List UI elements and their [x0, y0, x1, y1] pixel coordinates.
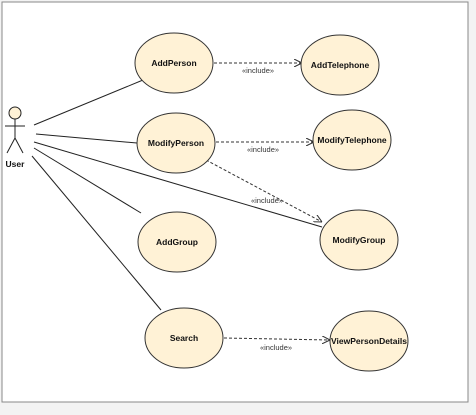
use-case-ellipse — [144, 307, 224, 369]
include-arrow-viewpersondetails — [223, 338, 330, 340]
use-case-addtelephone[interactable]: AddTelephone — [300, 34, 380, 96]
use-case-label: ModifyGroup — [333, 235, 386, 245]
use-case-label: AddPerson — [151, 58, 196, 68]
use-case-ellipse — [312, 109, 392, 171]
use-case-label: AddGroup — [156, 237, 198, 247]
include-label: «include» — [242, 66, 274, 75]
use-case-viewpersondetails[interactable]: ViewPersonDetails — [329, 310, 409, 372]
association-addgroup — [33, 147, 142, 214]
include-arrow-modifygroup — [205, 159, 322, 222]
actor-name: User — [6, 159, 26, 169]
actor-head — [8, 106, 22, 120]
association-modifygroup — [33, 141, 323, 228]
use-case-ellipse — [136, 112, 216, 174]
use-case-modifyperson[interactable]: ModifyPerson — [136, 112, 216, 174]
use-case-ellipse — [134, 32, 214, 94]
use-case-label: ModifyTelephone — [317, 135, 387, 145]
include-label: «include» — [260, 343, 292, 352]
association-addperson — [33, 79, 144, 126]
actor-user[interactable] — [5, 106, 25, 154]
use-case-addgroup[interactable]: AddGroup — [137, 211, 217, 273]
association-modifyperson — [35, 133, 138, 144]
use-case-ellipse — [300, 34, 380, 96]
actor-left-leg — [6, 137, 16, 154]
use-case-label: ModifyPerson — [148, 138, 204, 148]
use-case-ellipse — [319, 209, 399, 271]
use-case-modifytelephone[interactable]: ModifyTelephone — [312, 109, 392, 171]
use-case-addperson[interactable]: AddPerson — [134, 32, 214, 94]
include-dependencies — [205, 63, 330, 340]
association-search — [31, 155, 162, 311]
use-case-modifygroup[interactable]: ModifyGroup — [319, 209, 399, 271]
use-case-label: AddTelephone — [311, 60, 370, 70]
use-case-search[interactable]: Search — [144, 307, 224, 369]
use-case-label: Search — [170, 333, 198, 343]
include-label: «include» — [247, 145, 279, 154]
use-case-label: ViewPersonDetails — [331, 336, 407, 346]
use-case-ellipse — [137, 211, 217, 273]
include-label: «include» — [251, 196, 283, 205]
associations — [31, 79, 323, 311]
use-case-ellipse — [329, 310, 409, 372]
actor-right-leg — [14, 137, 24, 154]
